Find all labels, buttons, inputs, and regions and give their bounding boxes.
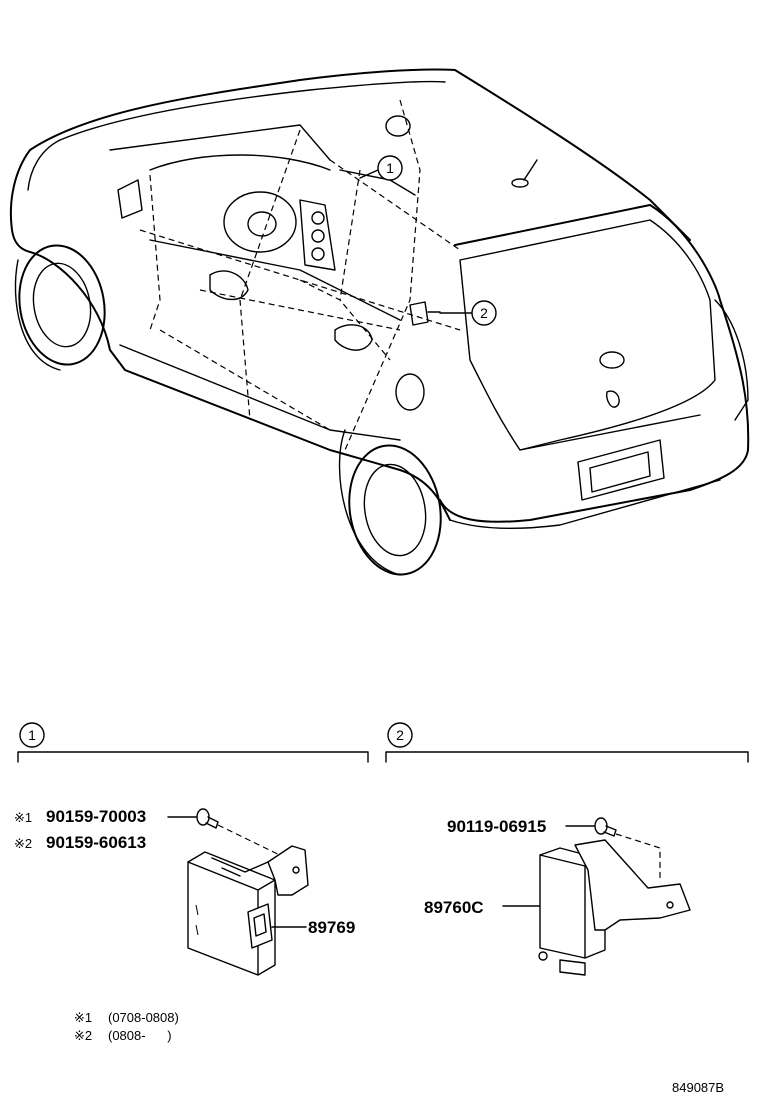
section-1-badge bbox=[19, 722, 45, 748]
section-2-badge bbox=[387, 722, 413, 748]
section-1-bracket bbox=[17, 751, 369, 763]
notes: ※1 (0708-0808) ※2 (0808- ) bbox=[74, 1010, 179, 1043]
section-1: 1 ※1 90159-70003 ※2 90159-60613 bbox=[14, 722, 369, 976]
note-marker-2: ※2 bbox=[74, 1028, 92, 1043]
bolt-marker-2: ※2 bbox=[14, 836, 32, 851]
note-marker-1: ※1 bbox=[74, 1010, 92, 1025]
section-2-number: 2 bbox=[396, 727, 404, 743]
section-2: 2 90119-06915 89760C bbox=[385, 722, 749, 976]
bolt-part-number-2: 90159-60613 bbox=[46, 833, 146, 852]
callout-2: 2 bbox=[439, 300, 497, 326]
module-89769-drawing bbox=[187, 845, 309, 976]
bolt-icon bbox=[594, 817, 617, 837]
module-89760c-drawing bbox=[538, 839, 691, 976]
bolt-part-number-1: 90159-70003 bbox=[46, 807, 146, 826]
bolt-part-number-3: 90119-06915 bbox=[447, 817, 546, 836]
note-text-1: (0708-0808) bbox=[108, 1010, 179, 1025]
module-part-number-2: 89760C bbox=[424, 898, 484, 917]
callout-1: 1 bbox=[359, 155, 403, 181]
svg-text:2: 2 bbox=[480, 305, 488, 321]
bolt-icon bbox=[196, 808, 219, 829]
reference-code: 849087B bbox=[672, 1080, 724, 1095]
module-part-number-1: 89769 bbox=[308, 918, 355, 937]
note-text-2: (0808- ) bbox=[108, 1028, 172, 1043]
section-1-number: 1 bbox=[28, 727, 36, 743]
svg-text:1: 1 bbox=[386, 160, 394, 176]
bolt-dash-line-2 bbox=[615, 833, 661, 880]
bolt-marker-1: ※1 bbox=[14, 810, 32, 825]
car-illustration bbox=[9, 68, 750, 576]
section-2-bracket bbox=[385, 751, 749, 763]
